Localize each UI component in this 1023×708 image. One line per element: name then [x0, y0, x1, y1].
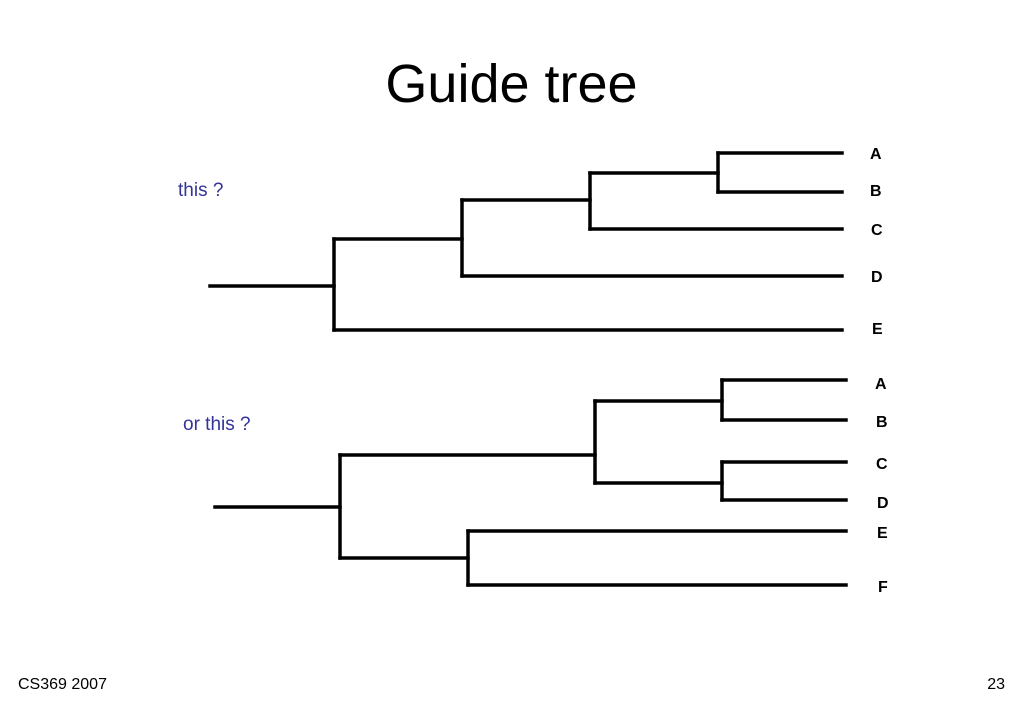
- tree2-branches: [213, 378, 848, 587]
- tree2-leaf-label-e: E: [877, 525, 888, 542]
- tree2-leaf-label-b: B: [876, 414, 888, 431]
- footer-course-label: CS369 2007: [18, 676, 107, 693]
- tree2-leaf-label-a: A: [875, 376, 887, 393]
- tree1-leaf-label-a: A: [870, 146, 882, 163]
- tree2-question-label: or this ?: [183, 414, 251, 435]
- tree1-question-label: this ?: [178, 180, 224, 201]
- tree2-leaf-labels: A B C D E F: [875, 376, 889, 596]
- slide-page-number: 23: [987, 676, 1005, 693]
- tree1-leaf-label-e: E: [872, 321, 883, 338]
- tree1-branches: [208, 151, 844, 332]
- tree2-leaf-label-d: D: [877, 495, 889, 512]
- tree1-leaf-label-d: D: [871, 269, 883, 286]
- tree1-leaf-labels: A B C D E: [870, 146, 883, 338]
- tree1-leaf-label-c: C: [871, 222, 883, 239]
- tree2-leaf-label-c: C: [876, 456, 888, 473]
- slide-title: Guide tree: [385, 54, 638, 114]
- tree2-leaf-label-f: F: [878, 579, 888, 596]
- tree1-leaf-label-b: B: [870, 183, 882, 200]
